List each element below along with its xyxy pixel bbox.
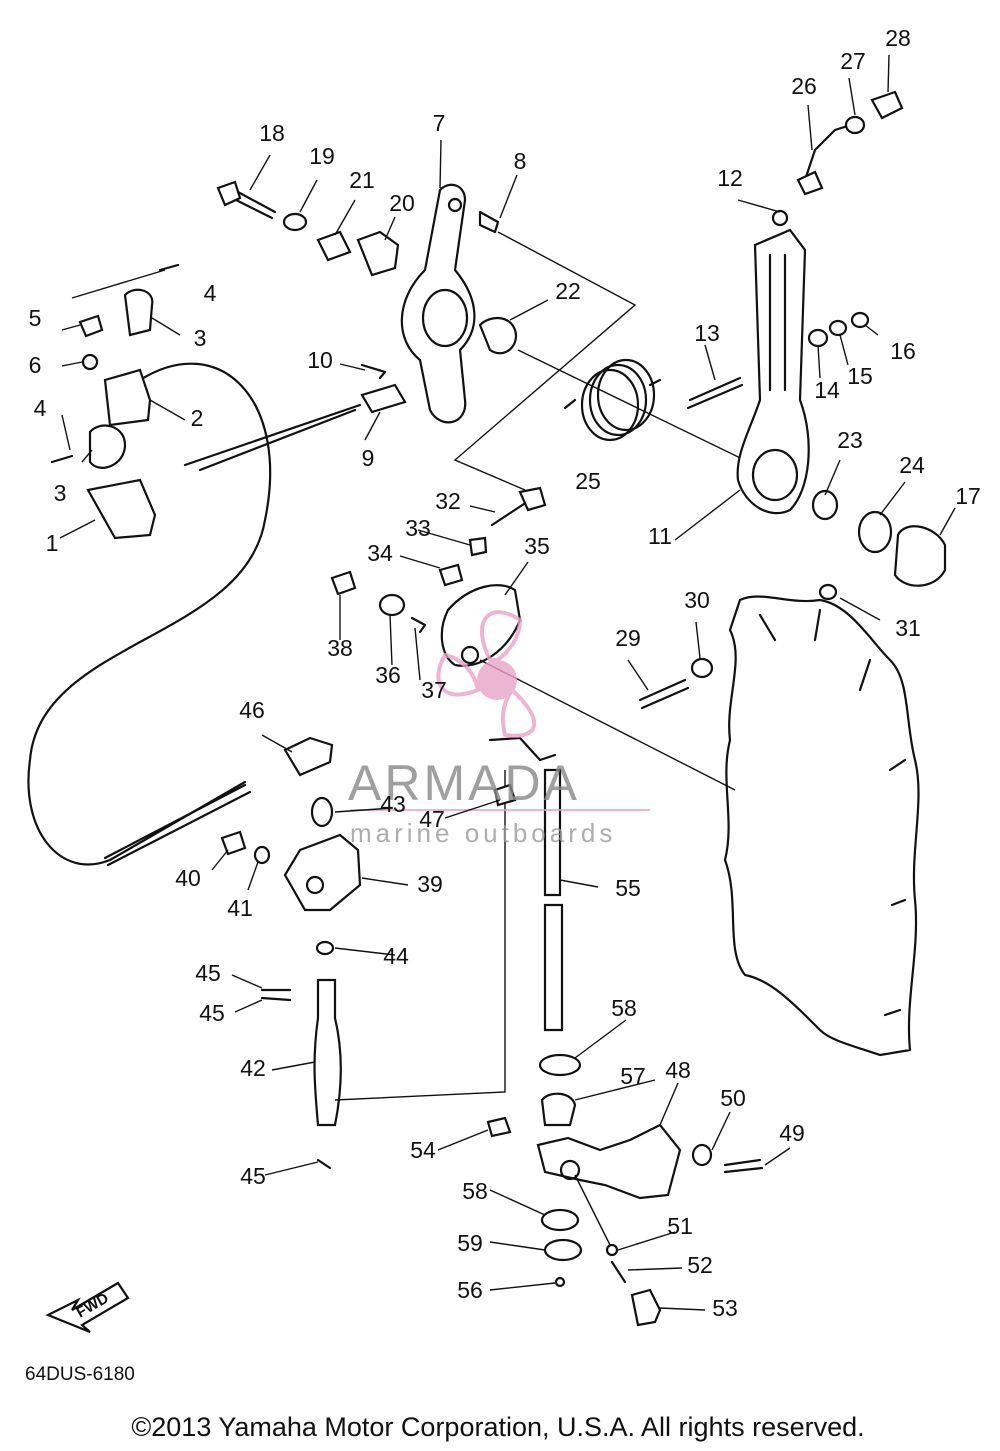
callout-34: 34: [367, 540, 393, 566]
callout-33: 33: [405, 515, 431, 541]
callout-15: 15: [847, 363, 873, 389]
callout-47: 47: [419, 806, 445, 832]
watermark: ARMADA marine outboards: [348, 610, 650, 848]
callout-45a: 45: [195, 960, 221, 986]
callout-52: 52: [687, 1252, 713, 1278]
propeller-icon: [436, 610, 537, 738]
callouts: 1 2 3 3 4 4 5 6 7 8 9 10 11 12 13 14 15 …: [29, 25, 981, 1321]
callout-13: 13: [694, 320, 720, 346]
callout-14: 14: [814, 377, 840, 403]
callout-37: 37: [421, 677, 447, 703]
callout-43: 43: [380, 791, 406, 817]
callout-45c: 45: [240, 1163, 266, 1189]
watermark-brand: ARMADA: [348, 755, 580, 811]
callout-18: 18: [259, 120, 285, 146]
callout-4b: 4: [204, 280, 217, 306]
callout-28: 28: [885, 25, 911, 51]
callout-leaders: [59, 54, 956, 1311]
throttle-lever: [400, 183, 476, 424]
callout-57: 57: [620, 1063, 646, 1089]
callout-12: 12: [717, 165, 743, 191]
callout-23: 23: [837, 427, 863, 453]
callout-41: 41: [227, 895, 253, 921]
callout-45b: 45: [199, 1000, 225, 1026]
callout-11: 11: [648, 523, 672, 549]
callout-20: 20: [389, 190, 415, 216]
control-lever: [736, 228, 810, 515]
callout-54: 54: [410, 1137, 436, 1163]
fwd-arrow: FWD: [45, 1281, 130, 1334]
watermark-tagline: marine outboards: [350, 818, 616, 848]
callout-49: 49: [779, 1120, 805, 1146]
callout-48: 48: [665, 1057, 691, 1083]
callout-16: 16: [890, 338, 916, 364]
callout-31: 31: [895, 615, 921, 641]
callout-44: 44: [383, 943, 409, 969]
callout-7: 7: [433, 110, 446, 136]
callout-25: 25: [575, 468, 601, 494]
callout-21: 21: [349, 167, 375, 193]
callout-1: 1: [46, 530, 59, 556]
callout-55: 55: [615, 875, 641, 901]
callout-39: 39: [417, 871, 443, 897]
callout-24: 24: [899, 452, 925, 478]
diagram-code: 64DUS-6180: [25, 1364, 135, 1385]
callout-4a: 4: [34, 395, 47, 421]
engine-block: [723, 595, 920, 1057]
callout-56: 56: [457, 1277, 483, 1303]
callout-36: 36: [375, 662, 401, 688]
callout-58b: 58: [462, 1178, 488, 1204]
callout-3b: 3: [194, 325, 207, 351]
callout-35: 35: [524, 533, 550, 559]
callout-22: 22: [555, 278, 581, 304]
callout-9: 9: [362, 445, 375, 471]
callout-58a: 58: [611, 995, 637, 1021]
callout-40: 40: [175, 865, 201, 891]
callout-38: 38: [327, 635, 353, 661]
callout-17: 17: [955, 483, 981, 509]
callout-10: 10: [307, 347, 333, 373]
callout-19: 19: [309, 143, 335, 169]
callout-2: 2: [191, 405, 204, 431]
shift-rod: [488, 736, 564, 1032]
callout-50: 50: [720, 1085, 746, 1111]
throttle-cable: [27, 362, 272, 866]
shift-arm: [536, 1123, 682, 1200]
callout-59: 59: [457, 1230, 483, 1256]
callout-42: 42: [240, 1055, 266, 1081]
copyright-notice: ©2013 Yamaha Motor Corporation, U.S.A. A…: [131, 1412, 864, 1442]
callout-8: 8: [514, 148, 527, 174]
return-spring: [563, 358, 662, 442]
callout-5: 5: [29, 305, 42, 331]
callout-30: 30: [684, 587, 710, 613]
callout-6: 6: [29, 352, 42, 378]
callout-27: 27: [840, 48, 866, 74]
shift-lever: [283, 833, 362, 912]
callout-3a: 3: [54, 480, 67, 506]
callout-26: 26: [791, 73, 817, 99]
callout-53: 53: [712, 1295, 738, 1321]
callout-29: 29: [615, 625, 641, 651]
callout-51: 51: [667, 1213, 693, 1239]
callout-32: 32: [435, 488, 461, 514]
callout-46: 46: [239, 697, 265, 723]
